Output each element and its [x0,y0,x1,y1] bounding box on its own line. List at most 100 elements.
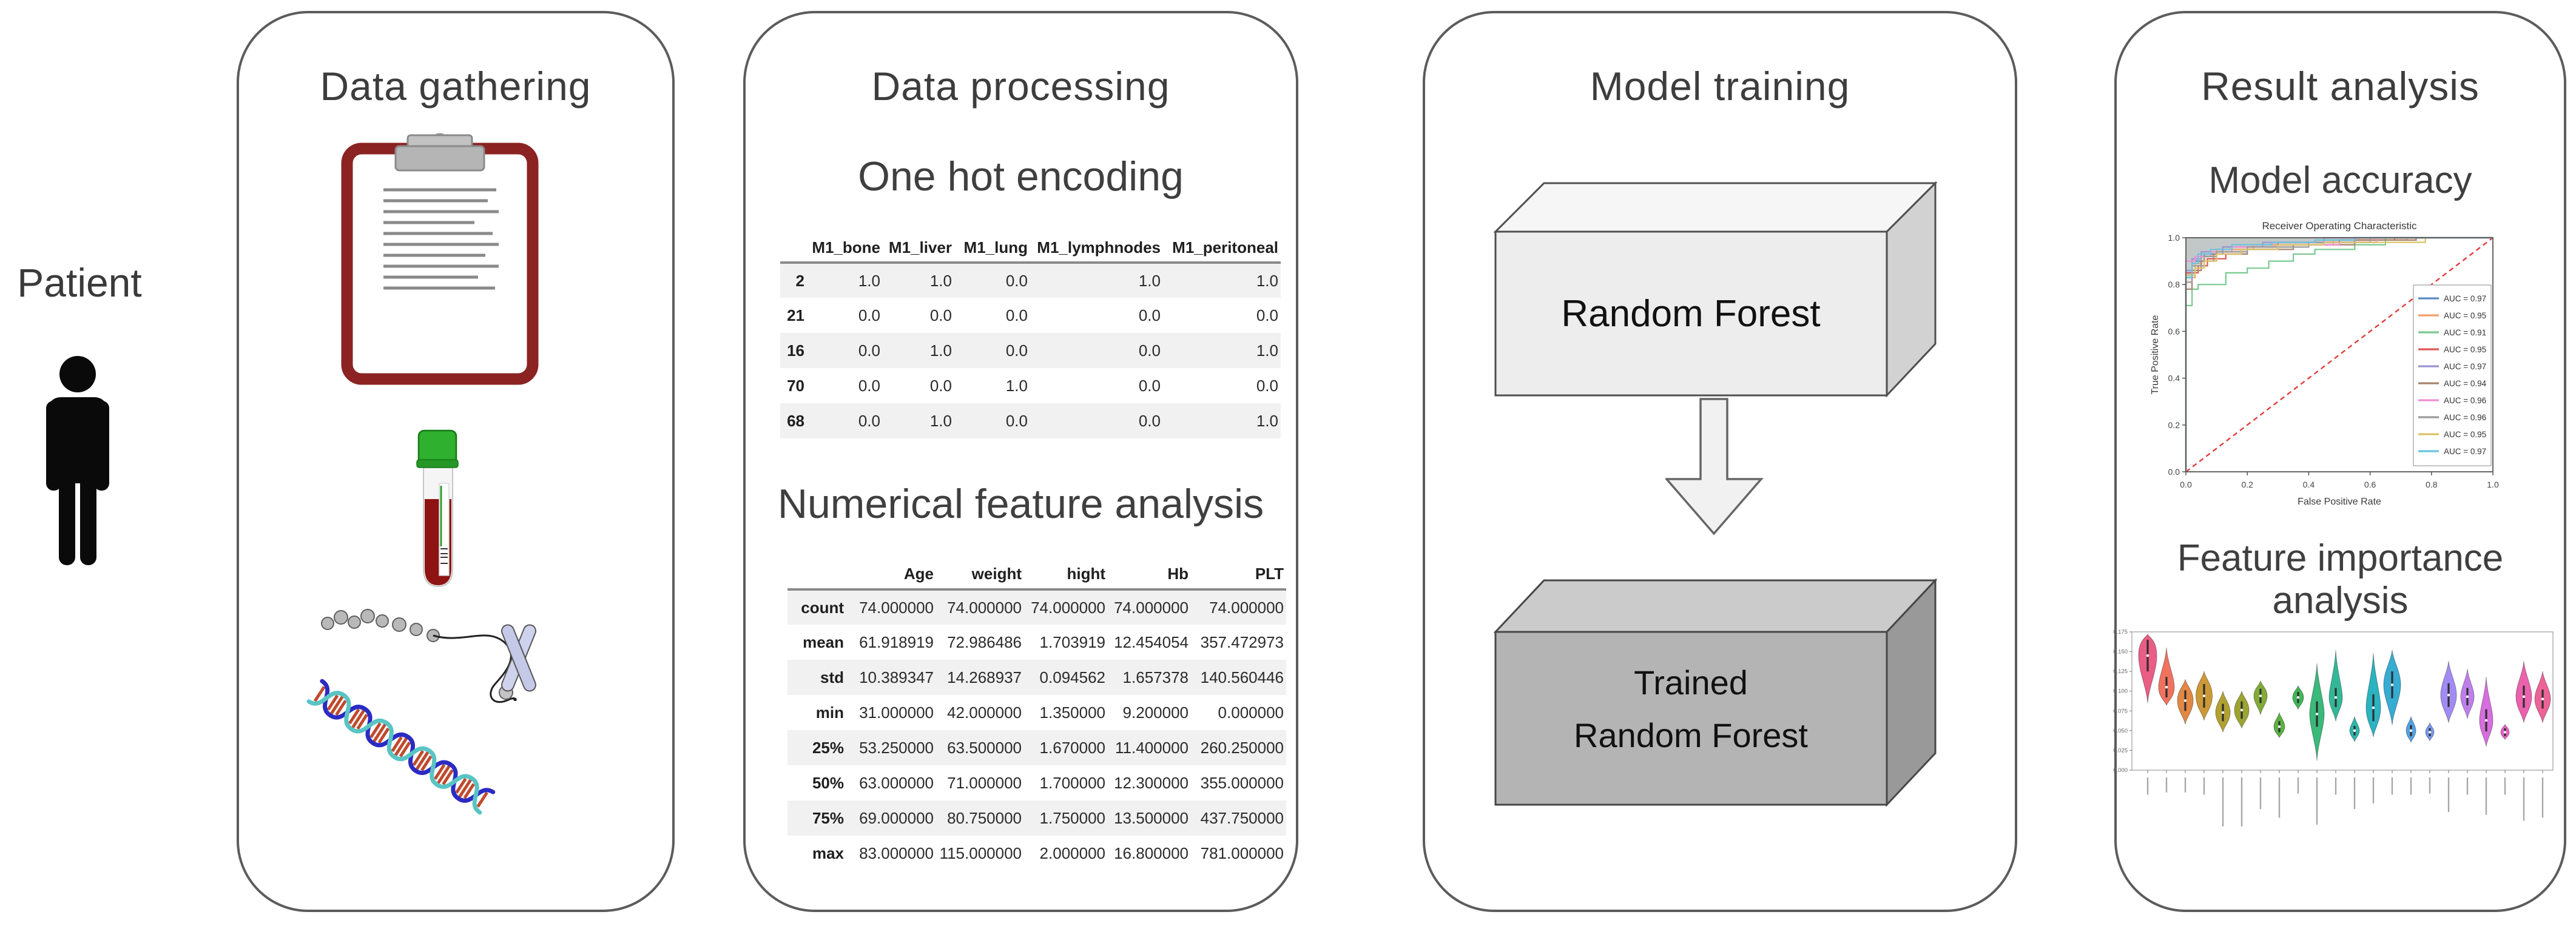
table-cell: 355.000000 [1200,773,1284,792]
person-left-leg [59,473,75,565]
table-cell: 0.094562 [1024,660,1108,695]
table-cell: 16.800000 [1114,844,1189,862]
dna-rung [476,791,488,808]
table-cell: 0.0 [929,306,952,324]
patient-label: Patient [17,260,142,305]
violin-xtick-label-mark [2278,777,2281,818]
random-forest-box: Random Forest [1493,181,1938,398]
patient-icon [46,356,109,565]
violin-median-dot [2334,696,2338,699]
dna-rung [369,722,382,739]
table-cell: 69.000000 [846,800,936,836]
table-cell: 1.0 [883,403,954,438]
violin-median-dot [2466,695,2469,699]
roc-legend-label: AUC = 0.94 [2444,379,2487,388]
chromatin-bead [410,623,423,636]
table-cell: 61.918919 [859,632,934,651]
dna-rung [412,750,425,767]
trained-forest-box: Trained Random Forest [1493,578,1938,807]
corner-cell [787,559,846,591]
violin-median-dot [2484,719,2488,722]
panel-title-data-processing: Data processing [871,64,1170,109]
table-cell: 0.0 [1138,306,1161,324]
column-header: weight [936,559,1024,591]
table-cell: 0.0 [954,403,1030,438]
table-cell: 781.000000 [1200,844,1284,862]
dna-rung [356,714,368,730]
violin-median-dot [2296,696,2300,699]
column-header: Hb [1108,559,1191,591]
person-left-arm [46,401,61,491]
violin-xtick-label-mark [2184,777,2187,793]
violin-axes-box [2131,631,2554,771]
row-index: 16 [780,333,807,368]
importance-heading-line1: Feature importance [2177,537,2504,579]
table-cell: 42.000000 [947,703,1022,722]
violin-median-dot [2372,706,2375,710]
roc-curve-3 [2185,237,2493,472]
roc-xtick-label: 0.8 [2426,480,2438,489]
violin-ytick-label: 0.000 [2113,767,2128,774]
chromatin-thread [433,634,517,703]
roc-legend-label: AUC = 0.97 [2444,294,2486,303]
dna-rung [373,723,387,743]
violin-xtick-label-mark [2410,777,2412,795]
roc-xtick-label: 0.0 [2180,480,2192,489]
table-cell: 1.0 [807,263,883,298]
column-header: M1_bone [807,233,883,264]
row-index: 68 [780,403,807,438]
roc-legend-label: AUC = 0.95 [2444,430,2486,439]
table-cell: 74.000000 [846,589,936,625]
roc-ytick-label: 0.0 [2168,467,2180,477]
row-index: mean [803,632,844,651]
roc-ytick-label: 0.2 [2168,420,2180,430]
tube-label-barcode [440,548,448,564]
trained-box-label-line2: Random Forest [1574,716,1808,754]
row-index: 70 [787,376,804,395]
table-cell: 0.0 [1030,403,1163,438]
model-accuracy-heading: Model accuracy [2208,159,2472,201]
dna-rung [377,727,390,744]
table-cell: 71.000000 [947,773,1022,792]
table-cell: 0.0 [1005,306,1028,324]
dna-rung [335,700,347,716]
dna-rung [455,777,467,794]
roc-legend-label: AUC = 0.97 [2444,447,2486,456]
roc-xtick-label: 1.0 [2487,480,2499,489]
rf-box-front-face [1494,230,1888,397]
violin-xtick-label-mark [2391,777,2393,795]
table-cell: 1.0 [1163,403,1281,438]
table-cell: 0.0 [954,263,1030,298]
violin-median-dot [2409,729,2413,733]
table-cell: 12.300000 [1114,773,1189,792]
column-header: Age [846,559,936,591]
dna-rung [415,751,430,770]
clipboard-board [341,143,539,385]
violin-xtick-label-mark [2353,777,2356,810]
violin-xtick-label-mark [2241,777,2243,827]
violin-median-dot [2541,697,2544,700]
violin-ytick-label: 0.150 [2113,649,2128,656]
table-cell: 80.750000 [936,800,1024,836]
violin-xtick-label-mark [2316,777,2318,825]
table-cell: 0.0 [858,306,880,324]
violin-xtick-label-mark [2203,777,2205,795]
person-torso [58,398,97,483]
violin-11 [2328,649,2343,722]
person-right-arm [94,401,109,491]
dna-strand-cyan [306,691,482,815]
table-cell: 1.0 [1163,333,1281,368]
row-index: 75% [787,800,846,836]
violin-ytick-label: 0.175 [2113,629,2128,636]
column-header: PLT [1191,559,1286,591]
clipboard-clip-base [394,145,485,172]
row-index: 2 [780,263,807,298]
dna-rung [458,779,472,798]
table-cell: 1.0 [883,333,954,368]
